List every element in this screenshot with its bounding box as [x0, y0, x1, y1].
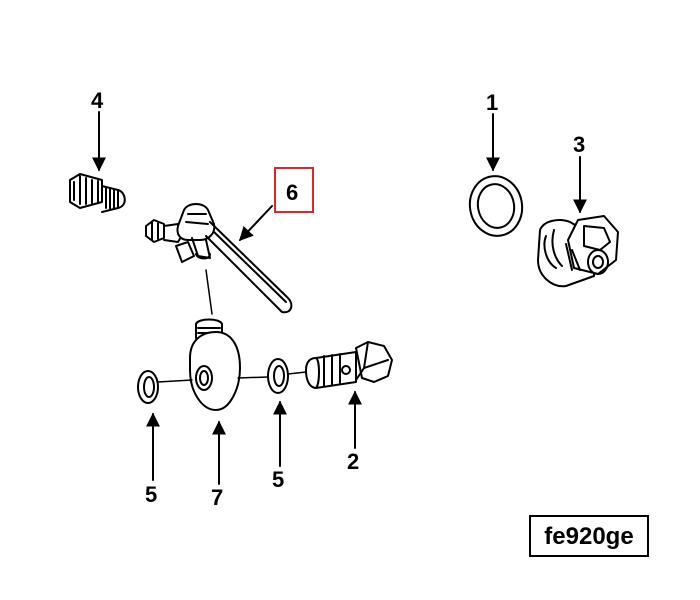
fitting-part-4	[69, 173, 126, 213]
banjo-part-7	[189, 318, 241, 411]
plug-part-3	[537, 215, 619, 288]
callout-1: 1	[486, 90, 498, 115]
washer-part-5-right	[237, 358, 289, 394]
valve-part-6	[145, 203, 293, 315]
callout-5-left: 5	[145, 482, 157, 507]
o-ring-part-1	[468, 175, 524, 237]
callout-3: 3	[573, 132, 585, 157]
callout-2: 2	[347, 449, 359, 474]
figure-code-label: fe920ge	[544, 523, 633, 550]
callout-6: 6	[286, 180, 298, 205]
leader-arrow-6	[239, 205, 273, 242]
callout-5-right: 5	[272, 467, 284, 492]
callout-4: 4	[91, 88, 104, 113]
bolt-part-2	[287, 341, 393, 389]
washer-part-5-left	[137, 370, 193, 404]
callout-6-highlight-box	[274, 167, 314, 213]
figure-code-box: fe920ge	[529, 515, 649, 557]
callout-7: 7	[211, 485, 223, 510]
